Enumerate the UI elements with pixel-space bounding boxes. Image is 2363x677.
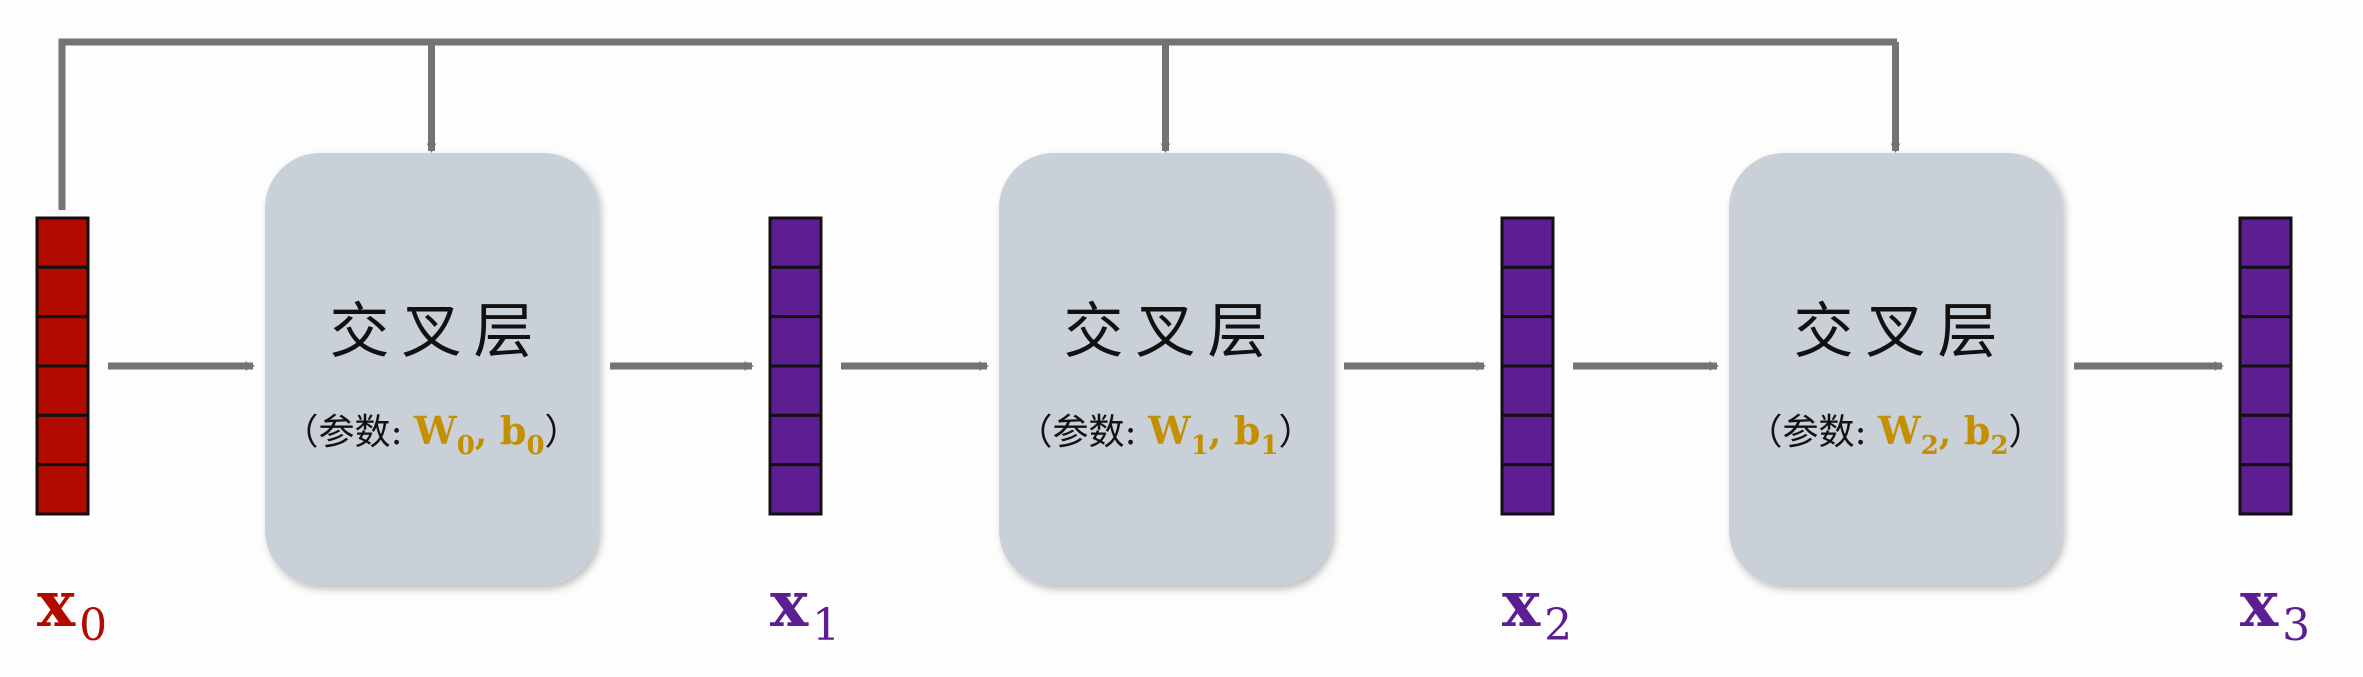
vector-label-subscript: 3 bbox=[2282, 600, 2310, 651]
param-prefix: （参数: bbox=[1746, 412, 1878, 453]
vector-cell bbox=[35, 413, 90, 467]
vector-label-symbol: x bbox=[2240, 567, 2279, 642]
vector-label-symbol: x bbox=[1502, 567, 1541, 642]
vector-x2: x2 bbox=[1500, 216, 1572, 651]
cross-layer-box bbox=[999, 153, 1332, 585]
vector-cell bbox=[768, 413, 823, 467]
vector-cell bbox=[2238, 364, 2293, 417]
vector-cell bbox=[1500, 315, 1555, 368]
vector-cell bbox=[768, 463, 823, 516]
vector-cell bbox=[35, 364, 90, 417]
param-close: ） bbox=[2009, 412, 2045, 453]
param-close: ） bbox=[1279, 412, 1315, 453]
cross-layer-params: （参数: W1, b1） bbox=[1016, 408, 1314, 461]
vector-cell bbox=[1500, 364, 1555, 417]
vector-label: x1 bbox=[770, 567, 840, 651]
cross-layer-params: （参数: W2, b2） bbox=[1746, 408, 2044, 461]
vector-cell bbox=[1500, 463, 1555, 516]
param-separator: , bbox=[1939, 411, 1964, 453]
cross-layer-title: 交叉层 bbox=[330, 297, 546, 367]
weight-subscript: 1 bbox=[1191, 431, 1209, 461]
weight-symbol: W bbox=[413, 408, 458, 453]
param-separator: , bbox=[475, 411, 500, 453]
vector-cell bbox=[768, 216, 823, 269]
skip-connection-trunk bbox=[58, 38, 1897, 210]
cross-layer-2: 交叉层（参数: W2, b2） bbox=[1729, 153, 2062, 585]
cross-layer-0: 交叉层（参数: W0, b0） bbox=[265, 153, 598, 585]
cross-layer-params: （参数: W0, b0） bbox=[282, 408, 580, 461]
vector-label: x0 bbox=[37, 567, 107, 651]
weight-symbol: W bbox=[1877, 408, 1922, 453]
vector-x0: x0 bbox=[35, 216, 107, 651]
vector-cell bbox=[1500, 216, 1555, 269]
vector-cell bbox=[1500, 265, 1555, 319]
vector-cell bbox=[35, 265, 90, 319]
vector-label-subscript: 2 bbox=[1544, 600, 1572, 651]
vector-cell bbox=[2238, 413, 2293, 467]
cross-layer-title: 交叉层 bbox=[1064, 297, 1280, 367]
vector-label-symbol: x bbox=[770, 567, 809, 642]
vector-cell bbox=[35, 315, 90, 368]
vector-x3: x3 bbox=[2238, 216, 2310, 651]
vector-label-subscript: 0 bbox=[79, 600, 107, 651]
vector-cell bbox=[768, 265, 823, 319]
bias-subscript: 1 bbox=[1260, 431, 1278, 461]
cross-layer-box bbox=[265, 153, 598, 585]
param-prefix: （参数: bbox=[282, 412, 414, 453]
vector-x1: x1 bbox=[768, 216, 840, 651]
weight-subscript: 2 bbox=[1921, 431, 1939, 461]
vector-label-symbol: x bbox=[37, 567, 76, 642]
param-separator: , bbox=[1209, 411, 1234, 453]
vector-cell bbox=[2238, 265, 2293, 319]
vector-cell bbox=[768, 315, 823, 368]
bias-subscript: 2 bbox=[1990, 431, 2008, 461]
vector-cell bbox=[2238, 315, 2293, 368]
bias-symbol: b bbox=[1234, 408, 1261, 453]
cross-layer-title: 交叉层 bbox=[1794, 297, 2010, 367]
bias-symbol: b bbox=[1964, 408, 1991, 453]
vector-label: x3 bbox=[2240, 567, 2310, 651]
vector-cell bbox=[35, 216, 90, 269]
bias-symbol: b bbox=[500, 408, 527, 453]
bias-subscript: 0 bbox=[526, 431, 544, 461]
param-close: ） bbox=[545, 412, 581, 453]
vector-label: x2 bbox=[1502, 567, 1572, 651]
param-prefix: （参数: bbox=[1016, 412, 1148, 453]
vector-cell bbox=[35, 463, 90, 516]
skip-connection bbox=[58, 38, 1897, 210]
vector-cell bbox=[2238, 463, 2293, 516]
vector-cell bbox=[2238, 216, 2293, 269]
vector-cell bbox=[1500, 413, 1555, 467]
cross-layer-1: 交叉层（参数: W1, b1） bbox=[999, 153, 1332, 585]
vector-label-subscript: 1 bbox=[812, 600, 840, 651]
vector-cell bbox=[768, 364, 823, 417]
weight-subscript: 0 bbox=[457, 431, 475, 461]
cross-layer-box bbox=[1729, 153, 2062, 585]
weight-symbol: W bbox=[1147, 408, 1192, 453]
